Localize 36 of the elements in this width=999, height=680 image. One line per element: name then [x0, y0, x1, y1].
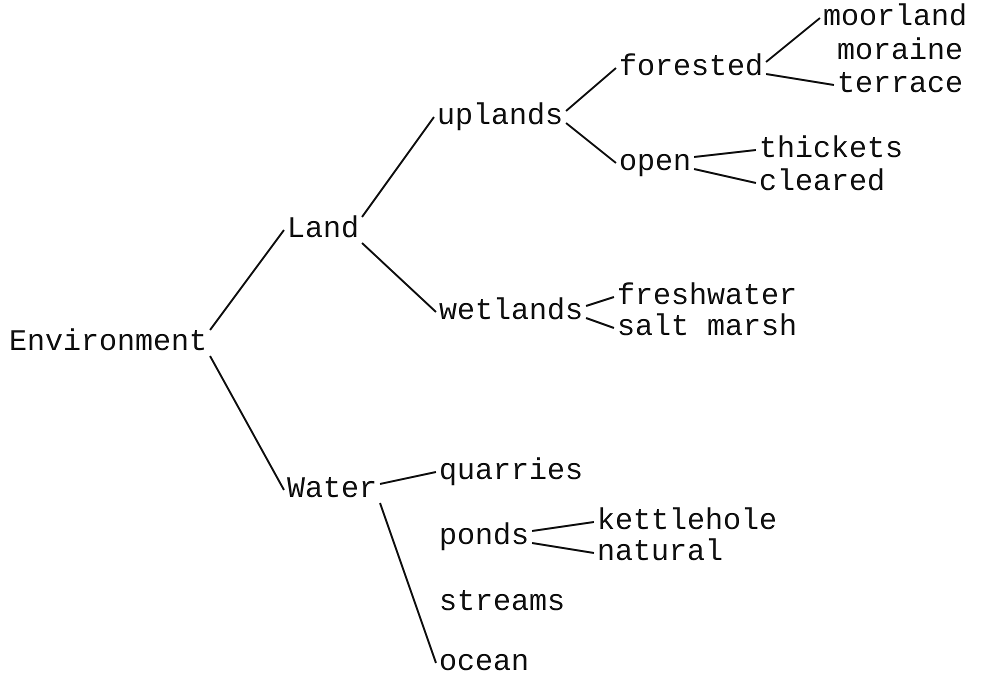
- node-label: Water: [284, 473, 380, 507]
- connector-line: [565, 122, 617, 164]
- node-label: uplands: [434, 100, 566, 134]
- node-label: kettlehole: [594, 505, 780, 539]
- node-label: forested: [616, 51, 766, 85]
- connector-line: [586, 317, 614, 329]
- node-label: natural: [594, 536, 726, 570]
- node-label: cleared: [756, 166, 888, 200]
- connector-line: [379, 502, 437, 664]
- connector-line: [380, 471, 436, 485]
- node-label: freshwater: [614, 280, 800, 314]
- node-label: terrace: [834, 68, 966, 102]
- label-text: streams: [438, 586, 566, 620]
- node-label: moorland: [820, 1, 970, 35]
- node-label: salt marsh: [614, 311, 800, 345]
- connector-line: [209, 229, 285, 331]
- connector-line: [694, 168, 756, 184]
- connector-line: [532, 542, 594, 554]
- connector-line: [565, 67, 617, 112]
- node-label: quarries: [436, 455, 586, 489]
- node-label: Land: [284, 213, 362, 247]
- connector-line: [209, 356, 285, 490]
- node-label: open: [616, 146, 694, 180]
- node-label: ponds: [436, 520, 532, 554]
- connector-line: [766, 73, 834, 86]
- node-label: wetlands: [436, 295, 586, 329]
- node-label: Environment: [6, 326, 210, 360]
- connector-line: [694, 149, 756, 158]
- node-label: ocean: [436, 646, 532, 680]
- connector-line: [361, 116, 435, 218]
- connector-line: [361, 242, 437, 313]
- node-label: thickets: [756, 133, 906, 167]
- connector-line: [586, 296, 614, 307]
- label-text: moraine: [836, 35, 964, 69]
- connector-line: [532, 521, 594, 532]
- connector-line: [765, 17, 821, 63]
